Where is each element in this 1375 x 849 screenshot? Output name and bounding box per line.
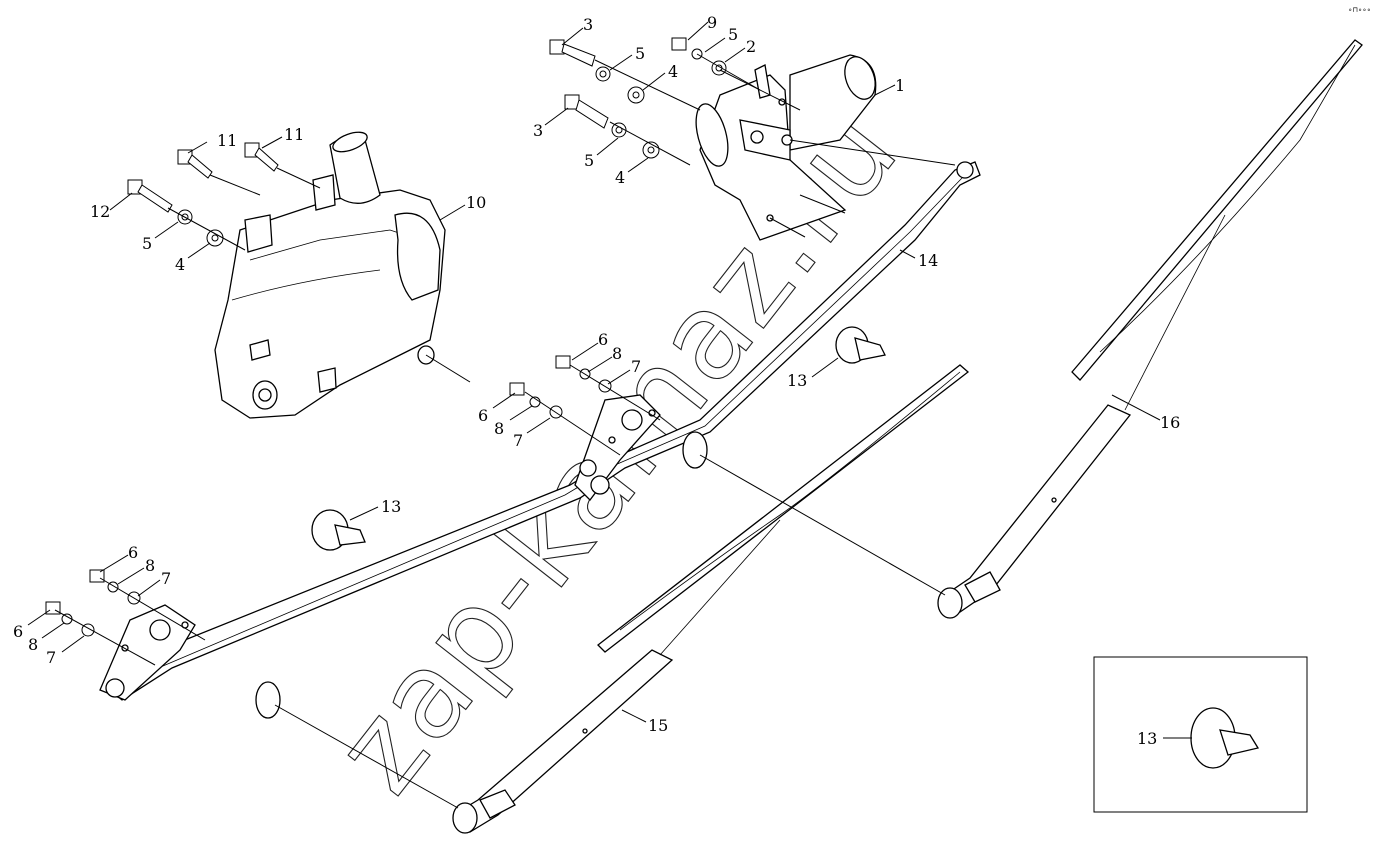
callout-7b: 7	[513, 431, 523, 450]
grommet-detail	[1190, 707, 1260, 769]
washer-reservoir	[214, 131, 446, 419]
callout-5a: 5	[635, 44, 645, 63]
detail-inset-frame	[1093, 656, 1308, 813]
grommet-middle	[311, 509, 366, 551]
callout-5c: 5	[584, 151, 594, 170]
callout-1: 1	[895, 76, 905, 95]
callout-7a: 7	[631, 357, 641, 376]
callout-5b: 5	[728, 25, 738, 44]
callout-6d: 6	[13, 622, 23, 641]
callout-13c: 13	[1137, 729, 1157, 748]
callout-4a: 4	[668, 62, 678, 81]
callout-4b: 4	[615, 168, 625, 187]
callout-16: 16	[1160, 413, 1180, 432]
callout-5d: 5	[142, 234, 152, 253]
callout-2: 2	[746, 37, 756, 56]
callout-15: 15	[648, 716, 668, 735]
callout-4c: 4	[175, 255, 185, 274]
callout-13b: 13	[381, 497, 401, 516]
leader-lines	[27, 21, 1192, 739]
callout-6a: 6	[598, 330, 608, 349]
callout-11b: 11	[284, 125, 304, 144]
callout-9: 9	[707, 13, 717, 32]
boot-seal-lower	[255, 681, 281, 719]
callout-14: 14	[918, 251, 938, 270]
callout-11a: 11	[217, 131, 237, 150]
callout-8d: 8	[28, 635, 38, 654]
callout-8b: 8	[494, 419, 504, 438]
callout-3b: 3	[533, 121, 543, 140]
callout-6b: 6	[478, 406, 488, 425]
callouts: 1 2 3 3 4 4 4 5 5 5 5 6 6 6 6 7 7 7 7 8 …	[13, 13, 1180, 748]
grommet-upper	[835, 326, 886, 364]
boot-seal-upper	[682, 431, 708, 469]
linkage-rod	[99, 161, 981, 701]
callout-7d: 7	[46, 648, 56, 667]
callout-3a: 3	[583, 15, 593, 34]
wiper-arm-15	[452, 364, 970, 834]
callout-12: 12	[90, 202, 110, 221]
callout-10: 10	[466, 193, 486, 212]
corner-mark: ∘⊓∘∘∘	[1348, 6, 1371, 14]
callout-7c: 7	[161, 569, 171, 588]
callout-8a: 8	[612, 344, 622, 363]
wiper-arm-16	[937, 39, 1363, 619]
callout-13a: 13	[787, 371, 807, 390]
assembly-lines	[54, 53, 956, 809]
callout-6c: 6	[128, 543, 138, 562]
callout-8c: 8	[145, 556, 155, 575]
